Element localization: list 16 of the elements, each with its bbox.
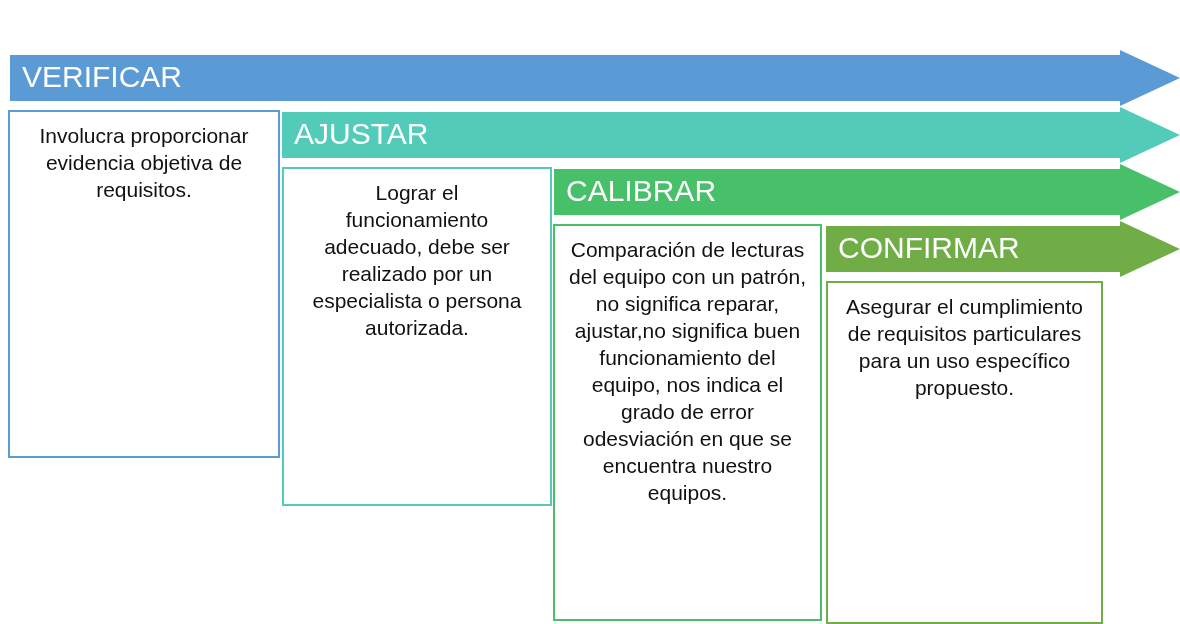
arrow-shape [554,164,1180,220]
stage-title: CALIBRAR [566,174,717,208]
description-text: Involucra proporcionar evidencia objetiva de requisitos. [38,123,250,203]
stage-title: CONFIRMAR [838,231,1020,265]
arrow-shape [282,107,1180,163]
stage-title: VERIFICAR [22,60,183,94]
stage-title: AJUSTAR [294,117,429,151]
description-box [553,224,822,621]
description-text: Asegurar el cumplimiento de requisitos particulares para un uso específico propuesto. [846,294,1083,401]
arrow-shape [826,221,1180,277]
arrow-shape [10,50,1180,106]
description-box [282,167,552,506]
description-text: Comparación de lecturas del equipo con un patrón, no significa reparar, ajustar,no significa buen funcionamiento del equipo, nos indica el grado de error odesviación en que se encuentra nuestro equipos. [568,237,807,506]
description-text: Lograr el funcionamiento adecuado, debe ser realizado por un especialista o persona autorizada. [311,180,523,341]
description-box [8,110,280,458]
description-box [826,281,1103,624]
